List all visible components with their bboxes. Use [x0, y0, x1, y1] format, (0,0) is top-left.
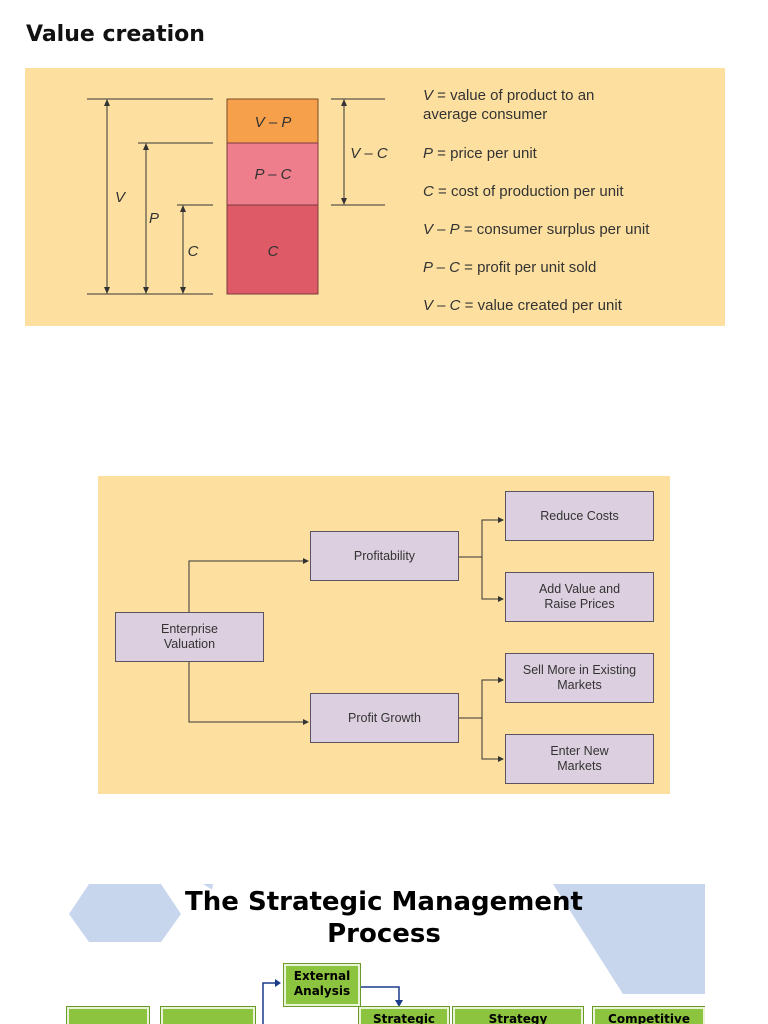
definition-v-minus-c: V – C = value created per unit — [423, 297, 622, 314]
node-reduce-costs: Reduce Costs — [505, 491, 654, 541]
node-enterprise-valuation: Enterprise Valuation — [115, 612, 264, 662]
bar-p-minus-c — [226, 142, 319, 206]
value-creation-diagram: V – P P – C C V P C V – C V = value of p… — [25, 68, 725, 326]
bracket-label-v-minus-c: V – C — [350, 145, 388, 162]
definition-v: V = value of product to an average consu… — [423, 87, 595, 123]
value-bars-svg: V – P P – C C V P C V – C — [87, 98, 388, 295]
node-profitability: Profitability — [310, 531, 459, 581]
bar-c — [226, 204, 319, 295]
page-title: Value creation — [26, 22, 205, 47]
node-add-value-raise-prices: Add Value and Raise Prices — [505, 572, 654, 622]
bracket-label-p: P — [149, 210, 159, 227]
tree-connectors — [188, 517, 504, 762]
box-objectives-cropped — [161, 1007, 255, 1024]
bar-label-c: C — [268, 243, 279, 260]
node-sell-more-existing-markets: Sell More in Existing Markets — [505, 653, 654, 703]
box-competitive: Competitive — [593, 1007, 705, 1024]
bar-label-p-minus-c: P – C — [255, 166, 292, 183]
definition-c: C = cost of production per unit — [423, 183, 624, 200]
definition-p-minus-c: P – C = profit per unit sold — [423, 259, 597, 276]
node-profit-growth: Profit Growth — [310, 693, 459, 743]
box-strategic: Strategic — [359, 1007, 449, 1024]
definition-v-minus-p: V – P = consumer surplus per unit — [423, 221, 650, 238]
definition-p: P = price per unit — [423, 145, 537, 162]
node-enter-new-markets: Enter New Markets — [505, 734, 654, 784]
box-external-analysis: External Analysis — [284, 964, 360, 1006]
box-strategy: Strategy — [453, 1007, 583, 1024]
box-mission-cropped — [67, 1007, 149, 1024]
bracket-label-v: V — [115, 189, 127, 206]
bracket-label-c: C — [188, 243, 199, 260]
slide-title: The Strategic Management Process — [185, 887, 583, 949]
strategic-management-slide: The Strategic Management Process Externa… — [63, 884, 705, 1024]
bar-label-v-minus-p: V – P — [255, 114, 292, 131]
enterprise-valuation-tree: Enterprise Valuation Profitability Profi… — [98, 476, 670, 794]
